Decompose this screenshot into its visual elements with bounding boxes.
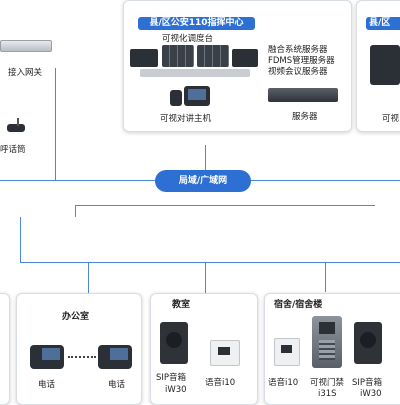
net-line-lower-branch-h bbox=[75, 205, 375, 206]
mic-label: 呼话筒 bbox=[0, 145, 26, 155]
intercom-host-device bbox=[170, 82, 210, 108]
server-list-item: 视频会议服务器 bbox=[268, 67, 328, 77]
server-label: 服务器 bbox=[292, 112, 318, 122]
net-line-lower-h bbox=[20, 262, 400, 263]
sip-speaker-device bbox=[160, 322, 188, 364]
door-access-label: 可视门禁 bbox=[310, 378, 345, 388]
right-host-label: 可视 bbox=[382, 114, 400, 124]
server-list-item: FDMS管理服务器 bbox=[268, 56, 335, 66]
right-host-device bbox=[370, 45, 400, 85]
phone-device bbox=[30, 345, 64, 369]
command-center-title: 县/区公安110指挥中心 bbox=[138, 17, 255, 30]
server-rack-device bbox=[268, 88, 338, 102]
net-line-top-left bbox=[55, 68, 56, 180]
network-node: 局域/广域网 bbox=[155, 170, 251, 192]
dispatch-console bbox=[130, 45, 260, 77]
sip-speaker-device bbox=[354, 322, 382, 364]
left-edge-box bbox=[0, 293, 10, 405]
office-title: 办公室 bbox=[62, 312, 90, 322]
server-list-item: 融合系统服务器 bbox=[268, 45, 328, 55]
classroom-title: 教室 bbox=[172, 300, 191, 310]
intercom-host-label: 可视对讲主机 bbox=[160, 114, 212, 124]
door-access-device bbox=[312, 316, 342, 368]
door-access-model: i31S bbox=[318, 389, 337, 399]
network-label: 局域/广域网 bbox=[178, 176, 228, 186]
sip-speaker-label: SIP音箱 bbox=[156, 373, 187, 383]
audio-i10-label: 语音i10 bbox=[268, 378, 299, 388]
sip-speaker-label: SIP音箱 bbox=[352, 378, 383, 388]
audio-i10-device bbox=[210, 340, 240, 366]
net-line-center-down bbox=[205, 145, 206, 182]
audio-i10-device bbox=[274, 338, 300, 366]
net-line-lower-branch-v bbox=[75, 205, 76, 217]
mic-device bbox=[5, 118, 27, 132]
gateway-label: 接入网关 bbox=[8, 68, 43, 78]
sip-speaker-model: iW30 bbox=[360, 389, 382, 399]
gateway-device bbox=[0, 40, 52, 52]
console-label: 可视化调度台 bbox=[162, 34, 214, 44]
net-line-class-drop bbox=[205, 262, 206, 294]
dorm-title: 宿舍/宿舍楼 bbox=[274, 300, 323, 310]
audio-i10-label: 语音i10 bbox=[205, 378, 236, 388]
net-line-left-drop bbox=[20, 217, 21, 262]
sip-speaker-model: iW30 bbox=[165, 385, 187, 395]
right-center-title: 县/区 bbox=[366, 17, 400, 30]
net-line-dorm-drop bbox=[325, 262, 326, 292]
phone-label: 电话 bbox=[108, 380, 126, 390]
phone-label: 电话 bbox=[38, 380, 56, 390]
phone-device bbox=[98, 345, 132, 369]
net-line-office-drop bbox=[88, 262, 89, 294]
phone-dots bbox=[68, 356, 96, 360]
